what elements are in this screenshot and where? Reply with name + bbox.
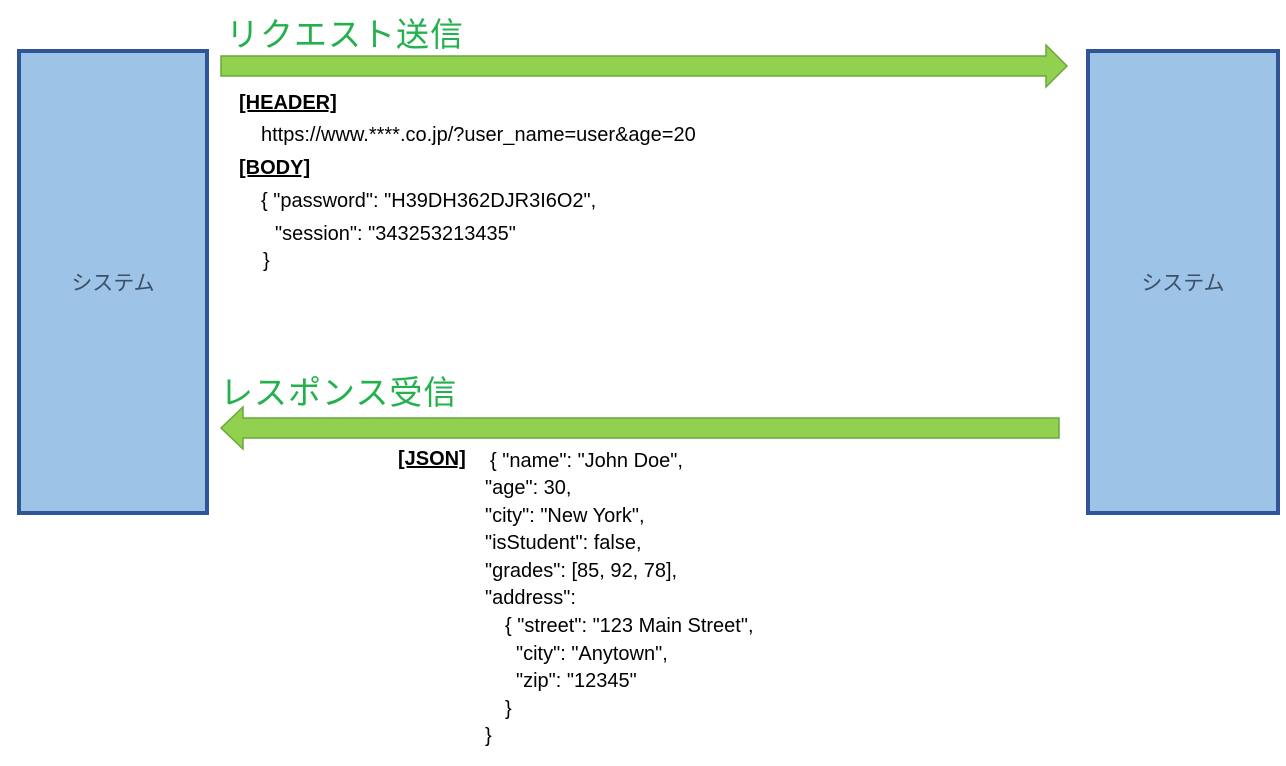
body-line: }	[263, 250, 270, 272]
response-title: レスポンス受信	[220, 374, 458, 411]
json-line: { "street": "123 Main Street",	[505, 615, 754, 637]
json-line: }	[485, 725, 492, 747]
json-line: "address":	[485, 587, 576, 609]
json-line: "grades": [85, 92, 78],	[485, 560, 678, 582]
request-arrow	[220, 43, 1069, 89]
header-label: [HEADER]	[239, 92, 337, 114]
json-line: }	[505, 698, 512, 720]
response-arrow	[219, 405, 1060, 451]
system-label-left: システム	[71, 272, 155, 295]
json-line: { "name": "John Doe",	[490, 450, 683, 472]
body-label: [BODY]	[239, 157, 311, 179]
json-label: [JSON]	[398, 448, 466, 470]
request-title: リクエスト送信	[226, 16, 464, 53]
system-box-right: システム	[1086, 49, 1280, 515]
body-line: { "password": "H39DH362DJR3I6O2",	[261, 190, 597, 212]
json-line: "zip": "12345"	[516, 670, 637, 692]
json-line: "city": "Anytown",	[516, 643, 668, 665]
system-label-right: システム	[1141, 272, 1225, 295]
system-box-left: システム	[17, 49, 209, 515]
json-line: "isStudent": false,	[485, 532, 642, 554]
header-url: https://www.****.co.jp/?user_name=user&a…	[261, 124, 696, 146]
body-line: "session": "343253213435"	[275, 223, 516, 245]
json-line: "city": "New York",	[485, 505, 645, 527]
json-line: "age": 30,	[485, 477, 572, 499]
